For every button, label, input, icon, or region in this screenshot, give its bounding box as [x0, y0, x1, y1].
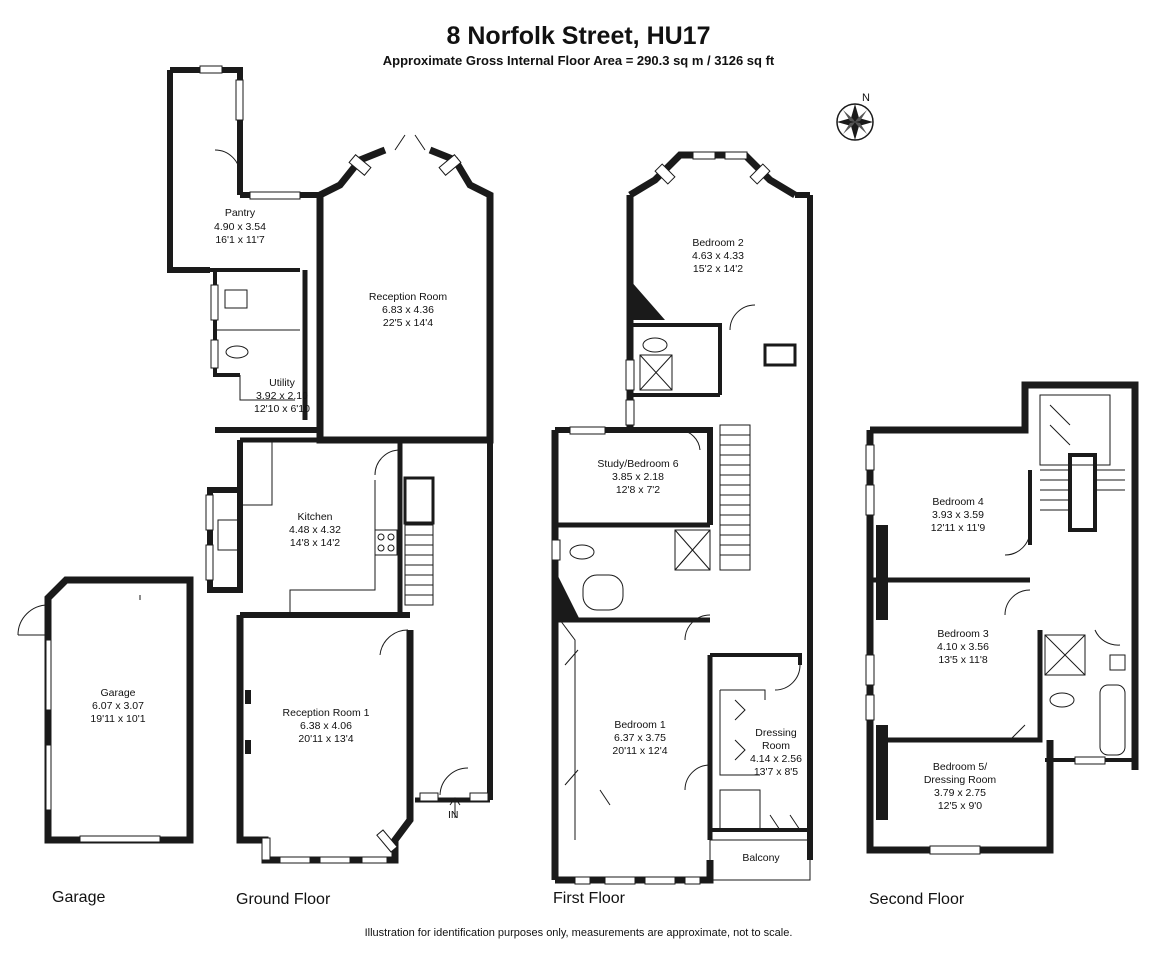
room-imperial: 22'5 x 14'4	[383, 317, 433, 329]
room-imperial: 20'11 x 12'4	[612, 745, 667, 757]
floor-label-first: First Floor	[553, 890, 625, 907]
room-name: Bedroom 4	[932, 496, 984, 508]
entrance-label: IN	[448, 809, 459, 821]
room-bedroom-4: Bedroom 4 3.93 x 3.59 12'11 x 11'9	[931, 496, 986, 534]
room-name: Reception Room	[369, 291, 447, 303]
room-imperial: 12'11 x 11'9	[931, 522, 986, 534]
room-name-line1: Dressing	[755, 727, 797, 739]
room-name: Bedroom 1	[614, 719, 666, 731]
room-name: Reception Room 1	[283, 707, 370, 719]
room-name-line1: Bedroom 5/	[933, 761, 987, 773]
plan-title: 8 Norfolk Street, HU17	[446, 22, 711, 50]
room-imperial: 15'2 x 14'2	[693, 263, 743, 275]
room-name: Kitchen	[297, 511, 332, 523]
first-floor-plan	[551, 151, 813, 885]
room-imperial: 12'10 x 6'10	[254, 403, 310, 415]
room-metric: 3.79 x 2.75	[934, 787, 986, 799]
room-kitchen: Kitchen 4.48 x 4.32 14'8 x 14'2	[289, 511, 341, 549]
room-bedroom-5: Bedroom 5/ Dressing Room 3.79 x 2.75 12'…	[924, 761, 997, 812]
room-metric: 4.48 x 4.32	[289, 524, 341, 536]
compass-rose-icon: N	[836, 92, 874, 141]
room-name: Bedroom 2	[692, 237, 744, 249]
room-garage: Garage 6.07 x 3.07 19'11 x 10'1	[90, 687, 145, 725]
room-metric: 4.14 x 2.56	[750, 753, 802, 765]
room-name: Garage	[100, 687, 135, 699]
room-metric: 4.63 x 4.33	[692, 250, 744, 262]
room-name: Utility	[269, 377, 295, 389]
room-metric: 6.37 x 3.75	[614, 732, 666, 744]
room-name: Study/Bedroom 6	[597, 458, 678, 470]
room-imperial: 20'11 x 13'4	[298, 733, 353, 745]
room-metric: 6.07 x 3.07	[92, 700, 144, 712]
room-dressing-room: Dressing Room 4.14 x 2.56 13'7 x 8'5	[750, 727, 802, 778]
disclaimer: Illustration for identification purposes…	[364, 927, 793, 939]
room-metric: 3.92 x 2.10	[256, 390, 308, 402]
room-bedroom-2: Bedroom 2 4.63 x 4.33 15'2 x 14'2	[692, 237, 744, 275]
floor-label-garage: Garage	[52, 889, 106, 906]
room-name: Pantry	[225, 207, 256, 219]
compass-north-label: N	[862, 92, 870, 104]
room-metric: 4.90 x 3.54	[214, 221, 266, 233]
room-reception-room-1: Reception Room 1 6.38 x 4.06 20'11 x 13'…	[283, 707, 370, 745]
room-utility: Utility 3.92 x 2.10 12'10 x 6'10	[254, 377, 310, 415]
floor-area-subtitle: Approximate Gross Internal Floor Area = …	[382, 53, 775, 68]
room-bedroom-1: Bedroom 1 6.37 x 3.75 20'11 x 12'4	[612, 719, 667, 757]
room-metric: 4.10 x 3.56	[937, 641, 989, 653]
room-metric: 6.83 x 4.36	[382, 304, 434, 316]
room-metric: 3.93 x 3.59	[932, 509, 984, 521]
room-metric: 3.85 x 2.18	[612, 471, 664, 483]
room-imperial: 13'5 x 11'8	[938, 654, 988, 666]
floor-label-second: Second Floor	[869, 891, 965, 908]
room-imperial: 19'11 x 10'1	[90, 713, 145, 725]
room-bedroom-3: Bedroom 3 4.10 x 3.56 13'5 x 11'8	[937, 628, 989, 666]
room-name-line2: Dressing Room	[924, 774, 997, 786]
room-reception-room: Reception Room 6.83 x 4.36 22'5 x 14'4	[369, 291, 447, 329]
room-metric: 6.38 x 4.06	[300, 720, 352, 732]
floor-label-ground: Ground Floor	[236, 891, 331, 908]
room-name: Bedroom 3	[937, 628, 989, 640]
ground-floor-plan: IN	[167, 65, 494, 864]
room-imperial: 13'7 x 8'5	[754, 766, 798, 778]
room-name-line2: Room	[762, 740, 790, 752]
room-study-bedroom-6: Study/Bedroom 6 3.85 x 2.18 12'8 x 7'2	[597, 458, 678, 496]
room-imperial: 14'8 x 14'2	[290, 537, 340, 549]
room-name: Balcony	[742, 852, 780, 864]
room-imperial: 16'1 x 11'7	[215, 234, 265, 246]
garage-plan	[17, 576, 194, 844]
room-imperial: 12'5 x 9'0	[938, 800, 982, 812]
room-balcony: Balcony	[742, 852, 780, 864]
second-floor-plan	[865, 381, 1139, 855]
room-pantry: Pantry 4.90 x 3.54 16'1 x 11'7	[214, 207, 266, 246]
room-imperial: 12'8 x 7'2	[616, 484, 660, 496]
